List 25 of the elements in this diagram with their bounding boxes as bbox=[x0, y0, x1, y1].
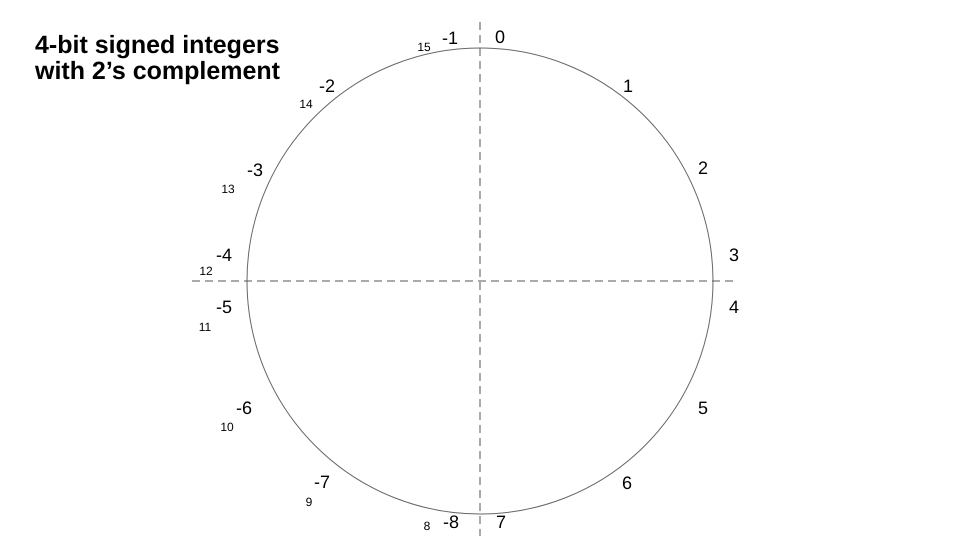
signed-value-label: -8 bbox=[443, 513, 459, 531]
unsigned-value-label: 9 bbox=[306, 496, 312, 508]
signed-value-label: 2 bbox=[698, 159, 708, 177]
signed-value-label: -3 bbox=[247, 161, 263, 179]
unsigned-value-label: 14 bbox=[299, 98, 313, 110]
unsigned-value-label: 10 bbox=[220, 421, 234, 433]
signed-value-label: -5 bbox=[216, 298, 232, 316]
signed-value-label: 3 bbox=[729, 246, 739, 264]
unsigned-value-label: 8 bbox=[424, 520, 430, 532]
unsigned-value-label: 15 bbox=[417, 41, 431, 53]
signed-value-label: -6 bbox=[236, 399, 252, 417]
unsigned-value-label: 11 bbox=[198, 321, 212, 333]
signed-value-label: -2 bbox=[319, 77, 335, 95]
signed-value-label: 1 bbox=[623, 77, 633, 95]
signed-value-label: 6 bbox=[622, 474, 632, 492]
signed-value-label: -1 bbox=[442, 29, 458, 47]
signed-value-label: 4 bbox=[729, 298, 739, 316]
signed-value-label: -4 bbox=[216, 246, 232, 264]
title: 4-bit signed integers with 2’s complement bbox=[35, 32, 281, 84]
unsigned-value-label: 13 bbox=[221, 183, 235, 195]
signed-value-label: 0 bbox=[495, 28, 505, 46]
signed-value-label: -7 bbox=[314, 473, 330, 491]
signed-value-label: 5 bbox=[698, 399, 708, 417]
unsigned-value-label: 12 bbox=[199, 265, 213, 277]
signed-value-label: 7 bbox=[496, 513, 506, 531]
